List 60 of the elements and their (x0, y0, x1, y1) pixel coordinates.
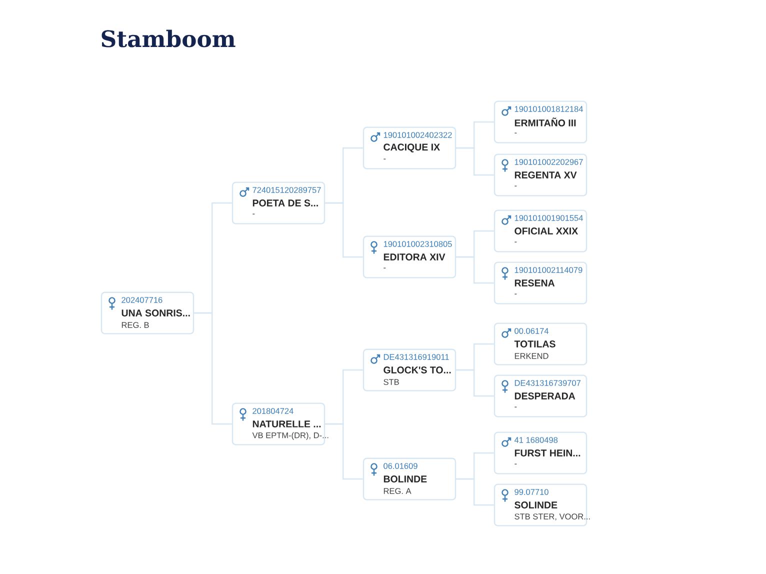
horse-card (100, 292, 194, 334)
horse-card (494, 262, 588, 304)
registration-number: 00.06174 (514, 328, 548, 334)
horse-card (362, 236, 456, 278)
horse-name: TOTILAS (514, 340, 556, 348)
connector-line (456, 369, 494, 397)
horse-card (362, 348, 456, 392)
registration-number: 201804724 (252, 408, 294, 414)
horse-status: STB (384, 379, 399, 385)
registration-number: 190101002310805 (384, 241, 452, 247)
connector-line (456, 256, 494, 284)
horse-status: STB STER, VOOR... (514, 514, 590, 520)
horse-name: REGENTA XV (514, 172, 577, 178)
horse-status: VB EPTM-(DR), D-... (252, 432, 328, 440)
horse-card (494, 322, 588, 366)
horse-card (494, 374, 588, 418)
registration-number: DE431316739707 (514, 380, 580, 386)
horse-card (362, 458, 456, 500)
horse-card (494, 432, 588, 474)
page-title: Stamboom (102, 30, 236, 48)
registration-number: 202407716 (122, 297, 162, 303)
horse-card (232, 182, 326, 224)
horse-name: RESENA (514, 280, 555, 286)
registration-number: 724015120289757 (252, 187, 321, 193)
registration-number: 06.01609 (384, 463, 418, 469)
horse-name: GLOCK'S TO... (384, 366, 451, 374)
horse-name: CACIQUE IX (384, 144, 440, 152)
registration-number: 99.07710 (514, 489, 548, 495)
horse-card (494, 154, 588, 196)
registration-number: DE431316919011 (384, 354, 449, 360)
horse-name: SOLINDE (514, 502, 558, 508)
horse-status: - (514, 406, 517, 408)
horse-name: BOLINDE (384, 476, 427, 482)
horse-name: EDITORA XIV (384, 254, 446, 260)
horse-status: REG. A (384, 488, 412, 494)
horse-name: DESPERADA (514, 392, 576, 400)
connector-line (325, 423, 363, 480)
horse-card (362, 126, 456, 170)
connector-line (456, 478, 494, 506)
horse-name: FURST HEIN... (514, 450, 580, 456)
horse-status: ERKEND (514, 353, 548, 359)
connector-line (194, 312, 232, 425)
horse-name: POETA DE S... (252, 200, 318, 206)
registration-number: 190101002202967 (514, 159, 583, 165)
horse-card (494, 100, 588, 144)
horse-status: REG. B (122, 322, 149, 328)
horse-card (494, 210, 588, 252)
registration-number: 190101002402322 (384, 132, 452, 138)
registration-number: 190101001812184 (514, 106, 583, 112)
horse-name: NATURELLE ... (252, 420, 321, 428)
horse-name: ERMITAÑO III (514, 118, 576, 126)
horse-name: OFICIAL XXIX (514, 228, 578, 234)
registration-number: 41 1680498 (514, 437, 558, 443)
horse-status: - (514, 132, 517, 134)
registration-number: 190101001901554 (514, 215, 583, 221)
registration-number: 190101002114079 (514, 267, 582, 273)
horse-name: UNA SONRIS... (122, 310, 190, 316)
connector-line (325, 202, 363, 258)
connector-line (456, 147, 494, 176)
horse-status: - (384, 158, 386, 160)
